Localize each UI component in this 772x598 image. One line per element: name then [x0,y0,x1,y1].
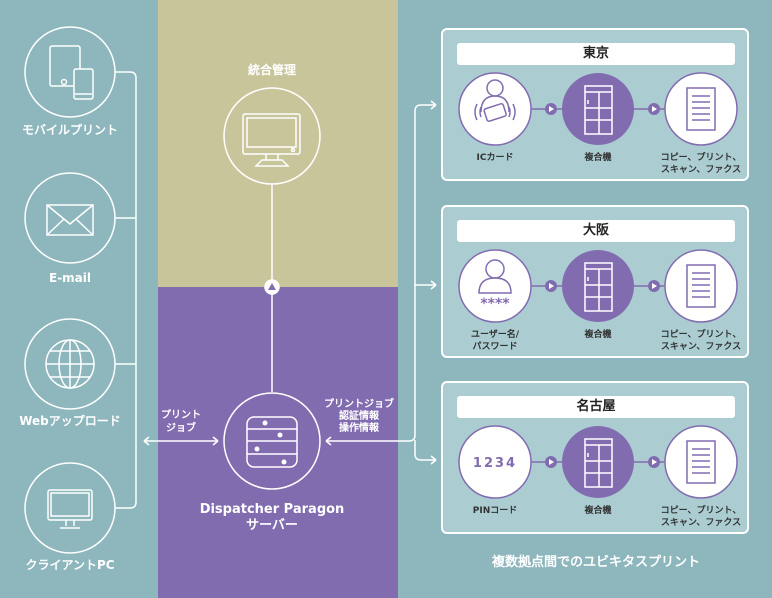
site-name: 大阪 [457,220,735,242]
left-arrow-label: プリントジョブ [161,410,201,434]
auth-label: ユーザー名/パスワード [470,330,520,352]
globe-icon [45,339,95,389]
management-zone [158,0,398,287]
auth-label: PINコード [472,506,518,516]
web-upload-label: Webアップロード [19,414,121,428]
mobile-devices-icon [49,45,94,100]
mobile-circle [24,26,116,118]
site-panel: 名古屋 1234 PINコード 複合機 コピー、プリント、スキャン、ファクス [441,381,749,534]
web-circle [24,318,116,410]
monitor-icon [242,113,301,167]
mfp-label: 複合機 [584,330,612,340]
document-icon [686,264,716,308]
pc-circle [24,462,116,554]
right-arrow-label: プリントジョブ認証情報操作情報 [324,399,394,434]
site-panel: 東京 ICカード 複合機 コピー、プリント、スキャン、ファクス [441,28,749,181]
management-circle [223,87,321,185]
ic-card-icon [474,79,516,122]
email-label: E-mail [48,271,92,285]
auth-circle [458,425,532,499]
management-label: 統合管理 [247,63,297,77]
mfp-label: 複合機 [584,506,612,516]
output-label: コピー、プリント、スキャン、ファクス [660,153,742,175]
document-icon [686,87,716,131]
document-icon [686,440,716,484]
server-icon [246,416,298,468]
output-circle [664,72,738,146]
site-name: 名古屋 [457,396,735,418]
triangle-up-icon [268,283,276,290]
footer-caption: 複数拠点間でのユビキタスプリント [491,555,701,570]
monitor-icon [47,489,93,529]
mfp-icon [584,438,613,488]
auth-label: ICカード [476,153,514,163]
email-circle [24,172,116,264]
svg-text:1234: 1234 [473,456,517,471]
client-pc-label: クライアントPC [25,558,115,572]
mfp-icon [584,262,613,312]
site-name: 東京 [457,43,735,65]
mfp-circle [562,73,634,145]
site-panel: 大阪 **** ユーザー名/パスワード 複合機 コピー、プリント、スキャン、ファ… [441,205,749,358]
mfp-icon [584,85,613,135]
auth-circle [458,249,532,323]
mobile-print-label: モバイルプリント [21,123,119,137]
server-zone [158,287,398,598]
server-circle [223,392,321,490]
output-label: コピー、プリント、スキャン、ファクス [660,506,742,528]
output-circle [664,425,738,499]
mfp-circle [562,426,634,498]
output-label: コピー、プリント、スキャン、ファクス [660,330,742,352]
user-password-icon: **** [478,259,512,312]
output-circle [664,249,738,323]
mfp-label: 複合機 [584,153,612,163]
svg-text:****: **** [480,296,510,312]
envelope-icon [46,204,94,236]
pin-code-icon: 1234 [473,456,517,471]
mfp-circle [562,250,634,322]
